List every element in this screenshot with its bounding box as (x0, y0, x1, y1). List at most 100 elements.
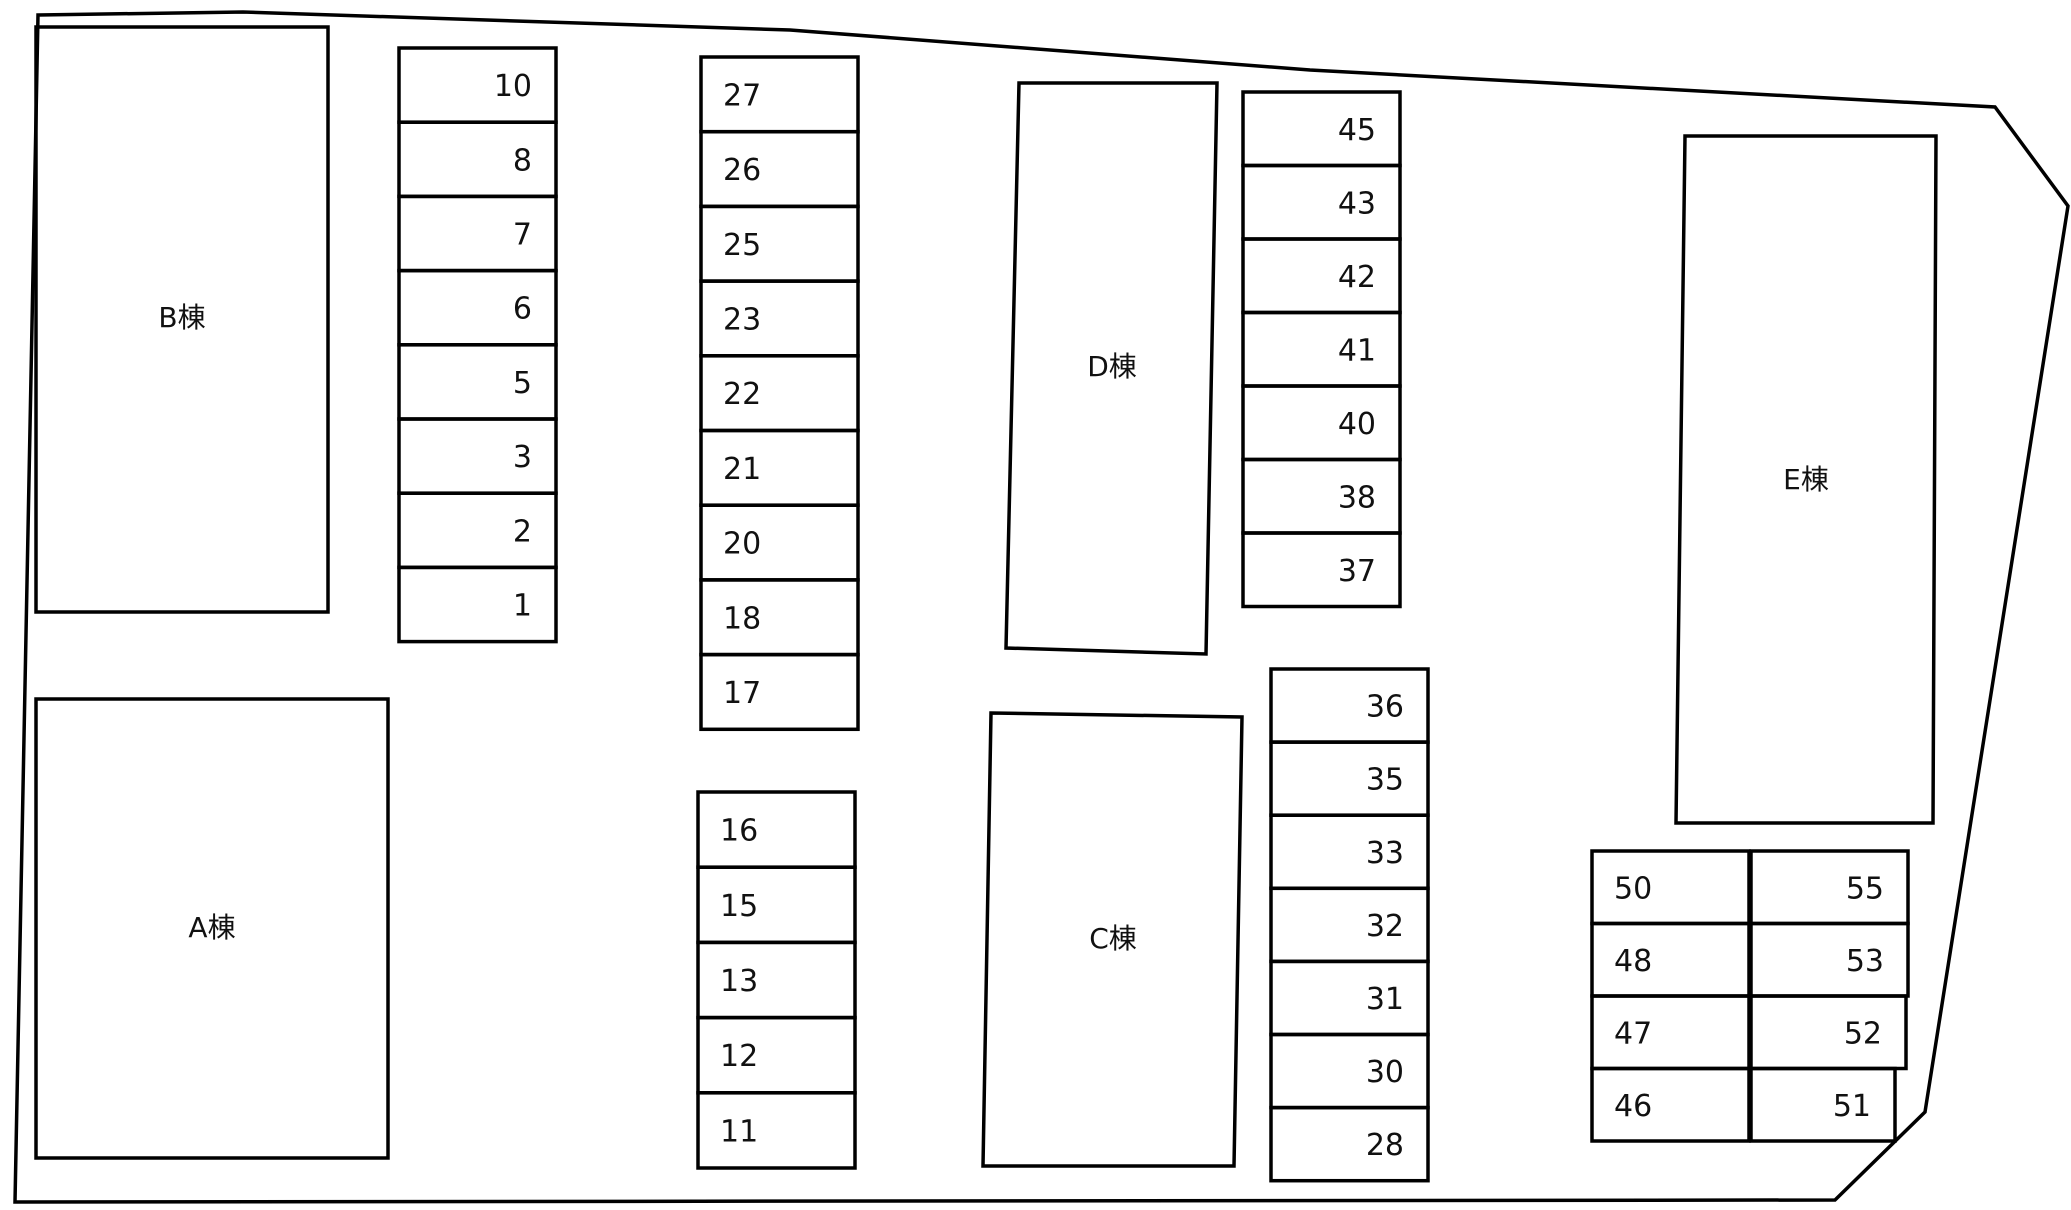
building-d-label: D棟 (1087, 350, 1137, 383)
parking-space-number: 23 (723, 302, 761, 337)
parking-column-7: 55 53 52 51 (1749, 849, 1910, 1143)
parking-space-28: 28 (1269, 1105, 1430, 1183)
building-a: A棟 (34, 697, 390, 1160)
parking-space-32: 32 (1269, 886, 1430, 964)
parking-column-6: 50 48 47 46 (1590, 849, 1751, 1143)
parking-space-number: 5 (513, 366, 532, 401)
parking-space-7: 7 (397, 194, 558, 273)
parking-space-12: 12 (696, 1015, 857, 1095)
parking-space-number: 8 (513, 143, 532, 178)
parking-space-number: 46 (1614, 1089, 1652, 1124)
parking-space-outline (1269, 959, 1430, 1037)
parking-space-number: 45 (1338, 113, 1376, 148)
parking-space-47: 47 (1590, 994, 1751, 1071)
parking-space-22: 22 (699, 354, 860, 433)
parking-space-46: 46 (1590, 1066, 1751, 1143)
parking-space-53: 53 (1749, 921, 1910, 998)
parking-space-outline (397, 46, 558, 124)
parking-space-number: 7 (513, 218, 532, 253)
parking-space-number: 2 (513, 514, 532, 549)
parking-space-10: 10 (397, 46, 558, 124)
parking-space-number: 40 (1338, 407, 1376, 442)
parking-space-number: 52 (1844, 1016, 1882, 1051)
parking-space-11: 11 (696, 1091, 857, 1170)
parking-space-26: 26 (699, 129, 860, 209)
parking-space-outline (1749, 994, 1908, 1071)
parking-space-outline (696, 1091, 857, 1170)
parking-space-16: 16 (696, 790, 857, 869)
parking-space-23: 23 (699, 279, 860, 358)
parking-space-35: 35 (1269, 740, 1430, 817)
parking-space-outline (699, 652, 860, 732)
parking-space-number: 38 (1338, 480, 1376, 515)
parking-space-42: 42 (1241, 237, 1402, 315)
parking-space-number: 50 (1614, 871, 1652, 906)
parking-space-number: 53 (1846, 944, 1884, 979)
parking-space-outline (1241, 531, 1402, 609)
parking-space-number: 11 (720, 1114, 758, 1149)
parking-space-number: 25 (723, 228, 761, 263)
parking-space-number: 21 (723, 452, 761, 487)
parking-space-number: 10 (494, 69, 532, 104)
site-boundary (13, 10, 2070, 1204)
parking-space-number: 28 (1366, 1128, 1404, 1163)
parking-space-number: 51 (1833, 1089, 1871, 1124)
parking-space-number: 26 (723, 153, 761, 188)
parking-space-outline (1269, 886, 1430, 964)
parking-space-outline (1269, 813, 1430, 891)
parking-space-33: 33 (1269, 813, 1430, 891)
parking-space-number: 41 (1338, 333, 1376, 368)
building-d: D棟 (1004, 81, 1219, 656)
parking-space-36: 36 (1269, 667, 1430, 744)
parking-space-38: 38 (1241, 457, 1402, 535)
building-b-label: B棟 (158, 301, 205, 334)
parking-space-number: 30 (1366, 1055, 1404, 1090)
parking-space-outline (1269, 740, 1430, 817)
parking-column-5: 36 35 33 32 31 30 28 (1269, 667, 1430, 1183)
parking-space-number: 18 (723, 601, 761, 636)
parking-space-number: 35 (1366, 763, 1404, 798)
parking-space-outline (397, 565, 558, 644)
parking-space-number: 33 (1366, 836, 1404, 871)
parking-space-outline (1749, 921, 1910, 998)
parking-space-number: 27 (723, 78, 761, 113)
parking-space-outline (1241, 310, 1402, 388)
parking-space-outline (1241, 457, 1402, 535)
parking-space-25: 25 (699, 204, 860, 283)
parking-space-number: 55 (1846, 871, 1884, 906)
parking-space-21: 21 (699, 428, 860, 507)
parking-space-number: 12 (720, 1039, 758, 1074)
parking-space-outline (397, 343, 558, 421)
parking-space-outline (1749, 1066, 1897, 1143)
parking-space-50: 50 (1590, 849, 1751, 926)
parking-space-number: 37 (1338, 554, 1376, 589)
parking-space-48: 48 (1590, 921, 1751, 998)
parking-space-outline (1241, 237, 1402, 315)
parking-space-52: 52 (1749, 994, 1908, 1071)
building-c: C棟 (981, 711, 1244, 1168)
parking-space-8: 8 (397, 120, 558, 199)
parking-space-number: 47 (1614, 1016, 1652, 1051)
parking-space-number: 48 (1614, 944, 1652, 979)
parking-space-number: 32 (1366, 909, 1404, 944)
parking-space-outline (1590, 1066, 1751, 1143)
parking-space-number: 31 (1366, 982, 1404, 1017)
parking-space-17: 17 (699, 652, 860, 732)
parking-space-number: 22 (723, 377, 761, 412)
parking-column-2: 27 26 25 23 22 21 20 18 17 (699, 55, 860, 732)
parking-space-number: 15 (720, 889, 758, 924)
parking-space-20: 20 (699, 503, 860, 582)
parking-space-outline (1241, 384, 1402, 462)
parking-space-number: 20 (723, 527, 761, 562)
parking-space-45: 45 (1241, 90, 1402, 168)
parking-space-43: 43 (1241, 163, 1402, 241)
parking-space-number: 13 (720, 964, 758, 999)
parking-space-30: 30 (1269, 1032, 1430, 1110)
parking-space-outline (397, 417, 558, 495)
parking-space-outline (397, 194, 558, 273)
parking-space-number: 6 (513, 292, 532, 327)
parking-space-31: 31 (1269, 959, 1430, 1037)
